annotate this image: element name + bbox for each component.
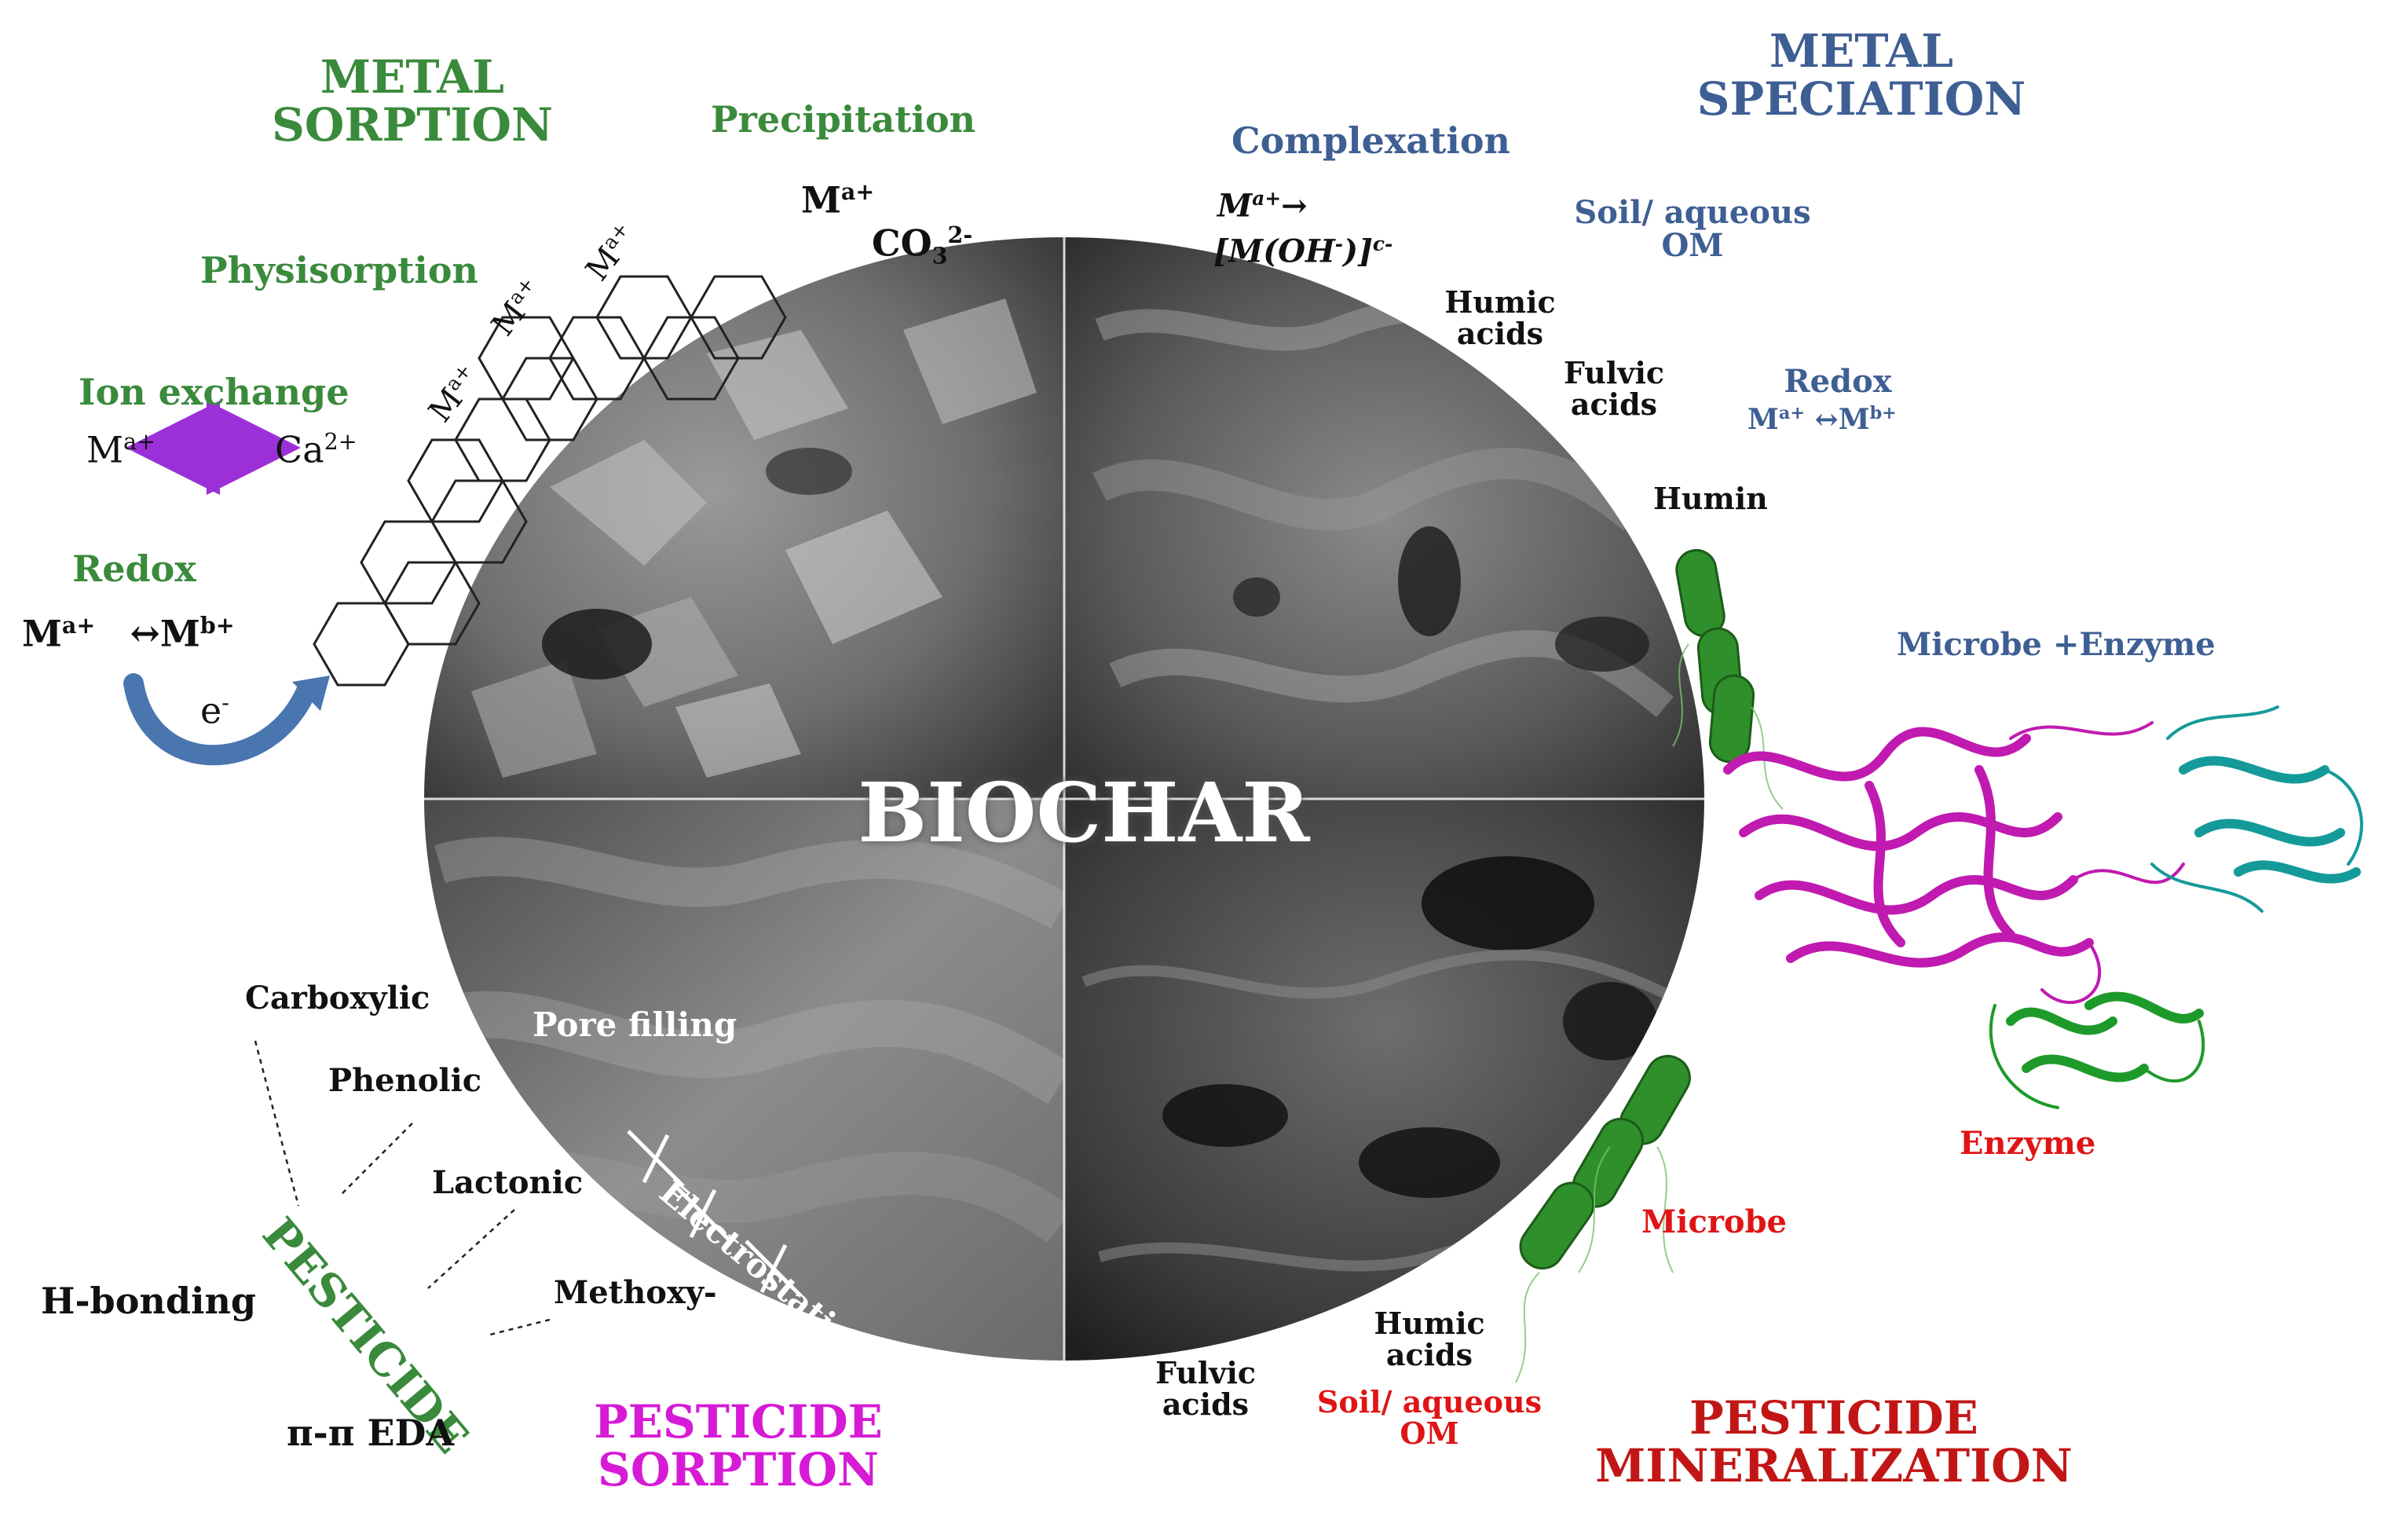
pore-filling-label: Pore filling (532, 1005, 737, 1044)
electron-label: e- (200, 689, 229, 732)
soil-om-label-bottom: Soil/ aqueous OM (1316, 1384, 1543, 1451)
microbe-label: Microbe (1641, 1203, 1787, 1240)
graphene-sheet (313, 275, 787, 687)
humic-acids-bottom: Humic acids (1374, 1306, 1485, 1372)
humin-label: Humin (1653, 481, 1768, 516)
redox-equation-right: Ma+ ↔Mb+ (1747, 403, 1897, 436)
enzyme-structure (1723, 705, 2363, 1109)
precipitation-ion: Ma+ (801, 178, 875, 222)
h-bonding-label: H-bonding (41, 1280, 257, 1322)
ion-exchange-label: Ion exchange (79, 371, 349, 413)
carboxylic-label: Carboxylic (245, 980, 430, 1016)
soil-om-label-top: Soil/ aqueous OM (1574, 194, 1811, 264)
complexation-ion: Ma+→ (1217, 187, 1308, 225)
sem-circle (424, 237, 1704, 1361)
microbe-enzyme-label: Microbe +Enzyme (1897, 626, 2216, 663)
precipitation-label: Precipitation (711, 98, 976, 141)
electrostatic-marks (627, 1130, 803, 1298)
complexation-label: Complexation (1231, 119, 1510, 162)
microbes (1519, 548, 1755, 1270)
methoxy-label: Methoxy- (554, 1274, 717, 1311)
phenolic-label: Phenolic (328, 1062, 482, 1099)
electron-arrow (123, 673, 317, 766)
redox-equation-left: Ma+ ↔Mb+ (22, 612, 235, 655)
ion-exchange-right: Ca2+ (275, 428, 357, 471)
physisorption-label: Physisorption (200, 249, 478, 291)
fulvic-acids-top: Fulvic acids (1563, 355, 1665, 422)
sem-quadrant-top-right (1064, 237, 1704, 799)
redox-label-left: Redox (72, 548, 196, 590)
lactonic-label: Lactonic (432, 1164, 584, 1201)
pi-eda-label: π-π EDA (287, 1412, 455, 1454)
fulvic-acids-bottom: Fulvic acids (1155, 1355, 1257, 1422)
microbe-flagella (1515, 643, 1784, 1383)
redox-label-right: Redox (1784, 363, 1892, 400)
carbonate-ion: CO32- (872, 222, 973, 269)
sem-quadrant-top-left (424, 237, 1064, 799)
pesticide-sorption-title: PESTICIDE SORPTION (594, 1395, 883, 1496)
complexation-product: [M(OH-)]c- (1213, 233, 1393, 270)
center-label: BIOCHAR (858, 764, 1310, 861)
ion-exchange-left: Ma+ (86, 428, 156, 471)
enzyme-label: Enzyme (1960, 1125, 2096, 1162)
pesticide-mineralization-title: PESTICIDE MINERALIZATION (1595, 1391, 2073, 1493)
metal-speciation-title: METAL SPECIATION (1696, 24, 2026, 126)
metal-sorption-title: METAL SORPTION (271, 50, 554, 152)
dashed-links (254, 1040, 551, 1337)
sem-quadrant-bottom-right (1064, 799, 1704, 1361)
humic-acids-top: Humic acids (1444, 284, 1556, 351)
